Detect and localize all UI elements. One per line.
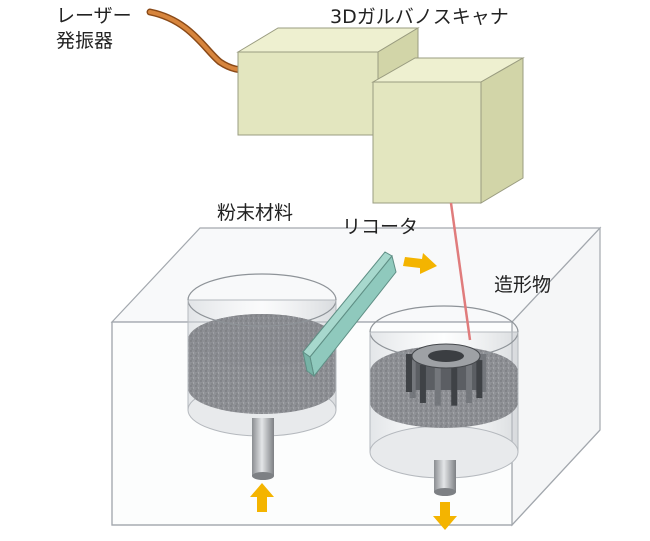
- powder-label: 粉末材料: [217, 202, 293, 224]
- arrow-right-icon: [403, 253, 437, 274]
- build-cylinder: [369, 305, 519, 496]
- galvano-scanner: [236, 27, 525, 204]
- recoater-label: リコータ: [342, 216, 418, 238]
- scanner-label: 3Dガルバノスキャナ: [330, 6, 509, 28]
- part-label: 造形物: [494, 274, 551, 296]
- arrow-up-icon: [250, 483, 274, 512]
- powder-supply-cylinder: [187, 273, 337, 480]
- build-chamber: [110, 226, 602, 527]
- laser-label-line1: レーザー: [56, 5, 132, 27]
- laser-label-line2: 発振器: [56, 30, 113, 52]
- arrow-down-icon: [433, 502, 457, 530]
- built-part: [406, 343, 486, 406]
- laser-beam: [449, 202, 472, 341]
- recoater-blade: [302, 251, 397, 378]
